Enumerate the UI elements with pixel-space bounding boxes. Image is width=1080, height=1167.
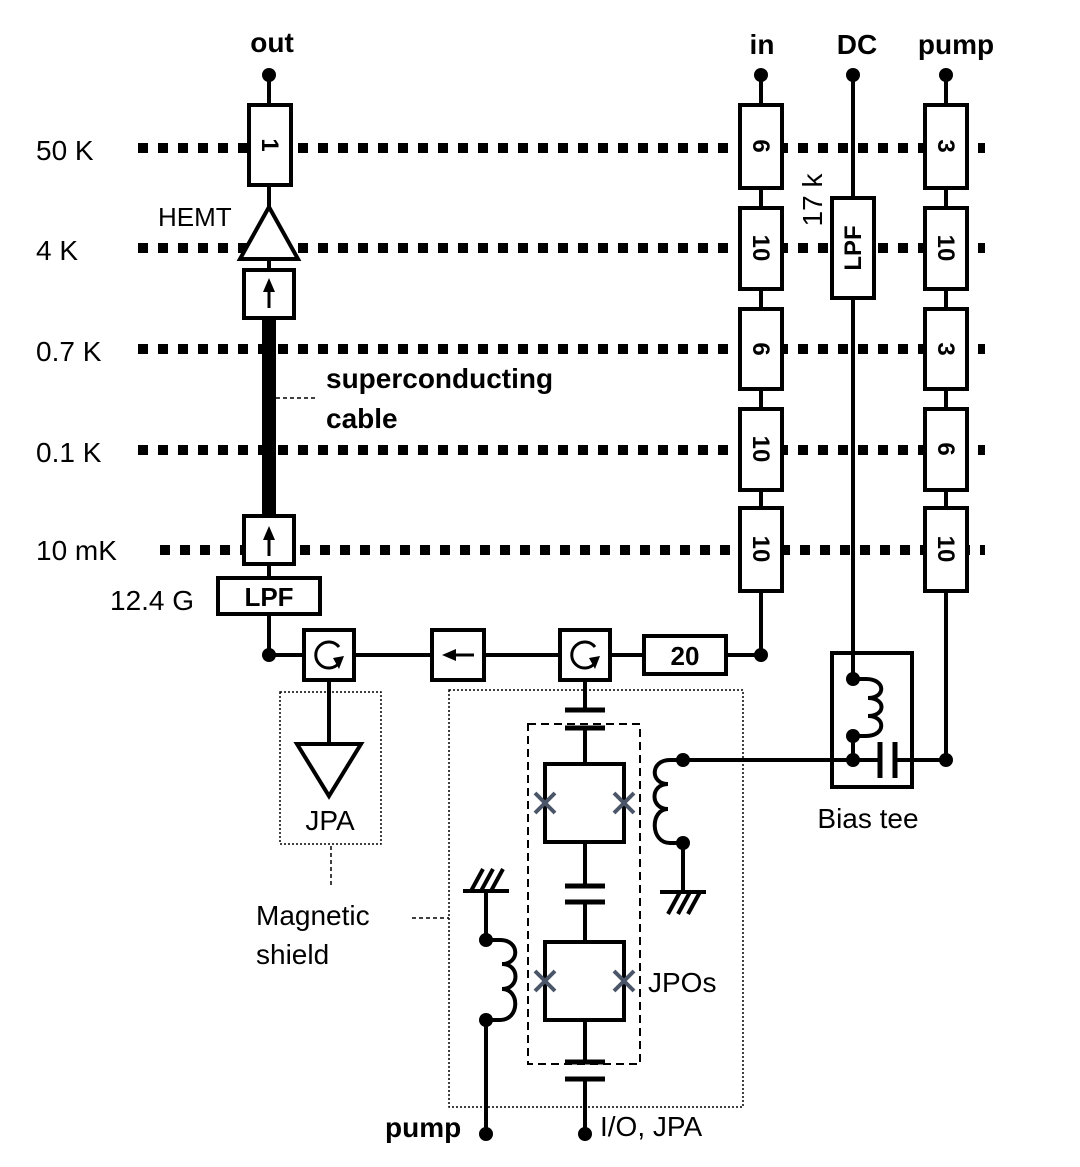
input-attenuator-10mk: 10 xyxy=(738,506,784,593)
dc-lpf-cutoff: 17 k xyxy=(797,173,828,227)
cable-label-line2: cable xyxy=(326,403,398,434)
svg-text:3: 3 xyxy=(932,342,959,355)
upper-flux-coil xyxy=(652,758,685,892)
hemt-amplifier-icon xyxy=(236,202,302,261)
stage-label-4k: 4 K xyxy=(36,235,78,266)
bias-tee-inductor-top-dot xyxy=(846,672,860,686)
junction-lower-left-icon xyxy=(533,969,557,993)
lower-pump-coil xyxy=(484,891,518,1134)
pump-attenuator-10mk: 10 xyxy=(923,506,969,593)
pump-attenuator-0.1k: 6 xyxy=(923,407,969,492)
stage-label-10mk: 10 mK xyxy=(36,535,117,566)
svg-text:LPF: LPF xyxy=(244,582,293,612)
dc-port-label: DC xyxy=(837,29,877,60)
isolator-horizontal-icon xyxy=(430,628,486,682)
input-attenuator-0.7k: 6 xyxy=(738,307,784,391)
svg-text:10: 10 xyxy=(747,536,774,563)
svg-text:20: 20 xyxy=(671,641,700,671)
magnetic-shield-label-line1: Magnetic xyxy=(256,900,370,931)
pump-top-port-label: pump xyxy=(918,29,994,60)
attenuator-20: 20 xyxy=(642,634,728,676)
coupling-capacitor-middle xyxy=(565,883,605,905)
output-lpf-cutoff: 12.4 G xyxy=(110,585,194,616)
ground-pump-coil-icon xyxy=(463,868,509,893)
svg-text:6: 6 xyxy=(747,139,774,152)
out-port-terminal xyxy=(262,68,276,82)
svg-text:6: 6 xyxy=(932,442,959,455)
pump-attenuator-0.7k: 3 xyxy=(923,307,969,391)
dc-lpf: LPF xyxy=(830,196,876,300)
bias-tee-capacitor xyxy=(877,742,898,778)
pump-attenuator-50k: 3 xyxy=(923,103,969,190)
circulator-jpo-icon xyxy=(558,628,612,682)
pump-attenuator-4k: 10 xyxy=(923,206,969,291)
upper-coil-bottom-dot xyxy=(676,836,690,850)
coupling-capacitor-bottom xyxy=(565,1059,605,1082)
bias-tee-rf-dot xyxy=(846,753,860,767)
out-port-label: out xyxy=(250,27,294,58)
output-junction-dot xyxy=(262,648,276,662)
stage-label-50k: 50 K xyxy=(36,135,94,166)
stage-label-0.7k: 0.7 K xyxy=(36,336,102,367)
bias-tee-label: Bias tee xyxy=(817,803,918,834)
jpa-magnetic-shield xyxy=(279,691,382,845)
bias-tee-inductor xyxy=(851,677,884,760)
svg-text:10: 10 xyxy=(747,235,774,262)
junction-upper-left-icon xyxy=(533,791,557,815)
bias-tee-box xyxy=(830,651,914,789)
output-attenuator: 1 xyxy=(247,103,293,187)
pump-bottom-port-terminal xyxy=(479,1127,493,1141)
cable-label-line1: superconducting xyxy=(326,363,553,394)
pump-coil-bottom-dot xyxy=(479,1013,493,1027)
svg-text:3: 3 xyxy=(932,139,959,152)
jpa-amplifier-icon xyxy=(293,742,365,800)
bias-tee-inductor-bottom-dot xyxy=(846,729,860,743)
junction-lower-right-icon xyxy=(612,969,636,993)
pump-coil-top-dot xyxy=(479,933,493,947)
output-lpf: LPF xyxy=(216,576,322,616)
josephson-junction-icons xyxy=(533,791,636,993)
pump-bottom-port-label: pump xyxy=(385,1112,461,1143)
isolator-10mk-icon xyxy=(242,514,296,566)
svg-text:10: 10 xyxy=(747,436,774,463)
isolator-4k-icon xyxy=(242,268,296,320)
svg-text:LPF: LPF xyxy=(840,225,867,270)
ground-upper-coil-icon xyxy=(660,890,706,915)
stage-label-0.1k: 0.1 K xyxy=(36,437,102,468)
coupling-capacitor-top xyxy=(565,707,605,731)
svg-text:10: 10 xyxy=(932,235,959,262)
jpo-magnetic-shield xyxy=(448,689,744,1108)
bias-tee-pump-dot xyxy=(939,753,953,767)
jpa-label: JPA xyxy=(305,805,355,836)
circulator-jpa-icon xyxy=(302,628,356,682)
io-port-label: I/O, JPA xyxy=(600,1111,702,1142)
io-port-terminal xyxy=(578,1127,592,1141)
hemt-label: HEMT xyxy=(158,202,232,232)
input-attenuator-0.1k: 10 xyxy=(738,407,784,492)
svg-text:10: 10 xyxy=(932,536,959,563)
junction-upper-right-icon xyxy=(612,791,636,815)
input-attenuator-50k: 6 xyxy=(738,103,784,190)
magnetic-shield-label-line2: shield xyxy=(256,939,329,970)
in-port-label: in xyxy=(750,29,775,60)
jpo-squid-upper xyxy=(543,762,626,844)
svg-text:6: 6 xyxy=(747,342,774,355)
jpos-label: JPOs xyxy=(648,967,716,998)
jpo-squid-lower xyxy=(543,940,626,1022)
svg-text:1: 1 xyxy=(256,138,283,151)
input-attenuator-4k: 10 xyxy=(738,206,784,291)
